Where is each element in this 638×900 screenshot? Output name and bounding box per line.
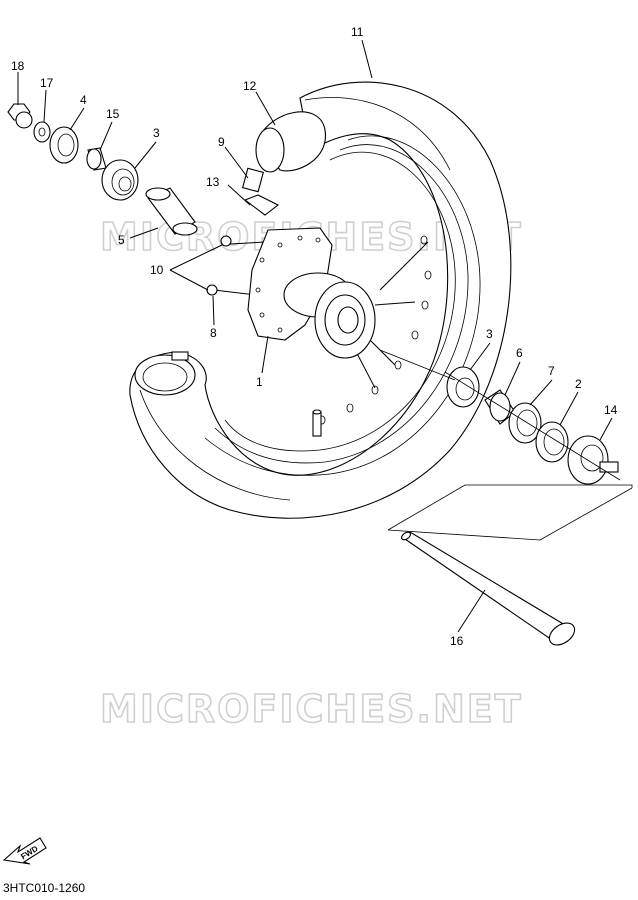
part-3-bearing-left [101,159,139,201]
callout-10: 10 [150,263,164,277]
callout-3-right: 3 [486,327,493,341]
fwd-arrow-icon: FWD [2,837,47,865]
hub [247,227,376,359]
callout-3-left: 3 [153,126,160,140]
callout-2: 2 [575,377,582,391]
callout-16: 16 [450,634,464,648]
callout-15: 15 [106,107,120,121]
part-3-bearing-right [446,366,480,408]
watermark-bottom: MICROFICHES.NET [100,687,523,731]
part-7-seal [508,402,542,444]
callout-4: 4 [80,93,87,107]
callout-8: 8 [210,326,217,340]
callouts: 11 12 9 13 18 17 4 15 3 5 10 8 1 3 6 7 2… [11,25,618,648]
part-4-oil-seal [49,126,79,164]
part-18-nut [7,103,33,129]
callout-13: 13 [206,175,220,189]
callout-6: 6 [516,346,523,360]
callout-12: 12 [243,79,257,93]
tire [129,81,512,519]
leader-lines [17,39,613,633]
part-17-washer [33,121,51,143]
callout-5: 5 [118,233,125,247]
part-13-valve [243,194,280,216]
part-6-collar [484,389,516,425]
callout-7: 7 [548,364,555,378]
callout-17: 17 [40,76,54,90]
part-16-axle [387,484,633,646]
part-15-collar [86,147,107,171]
callout-14: 14 [604,403,618,417]
callout-11: 11 [351,25,364,39]
diagram-code: 3HTC010-1260 [3,881,86,895]
part-12-tube [255,111,326,173]
callout-18: 18 [11,59,25,73]
callout-1: 1 [256,375,263,389]
part-2-seal [535,421,569,463]
callout-9: 9 [218,135,225,149]
part-14-gear-unit [567,435,619,485]
part-5-spacer [145,187,198,236]
part-9-band [242,167,264,193]
